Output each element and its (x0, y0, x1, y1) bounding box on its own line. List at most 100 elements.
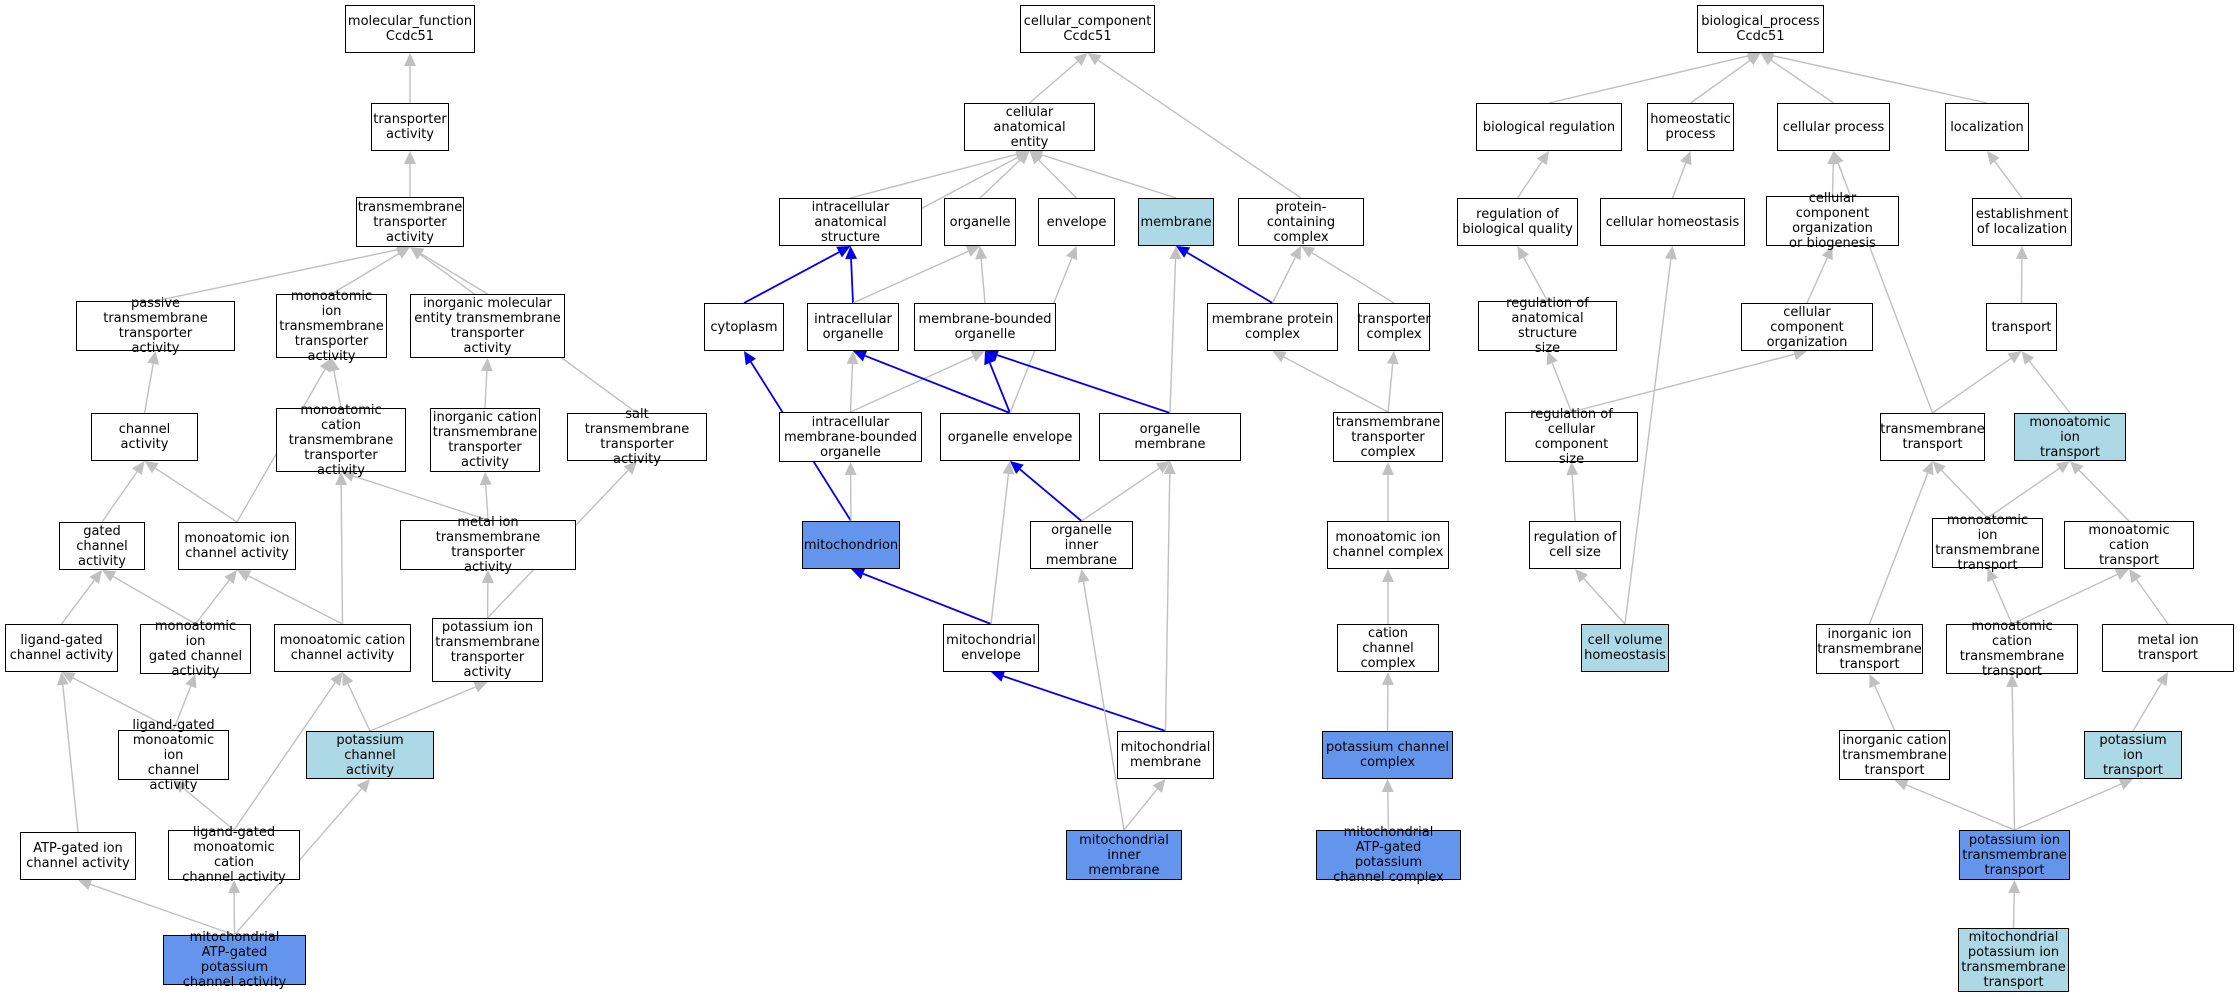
edge-atp-gated-ion-to-ligand-gated-channel (56, 672, 79, 833)
edge-arrowhead (984, 351, 996, 366)
go-term-gated-channel: gated channel activity (59, 522, 145, 570)
edge-arrowhead (2021, 351, 2035, 365)
go-term-ligand-gated-monoatomic-ion: ligand-gated monoatomic ion channel acti… (118, 718, 229, 793)
go-term-atp-gated-ion: ATP-gated ion channel activity (20, 832, 136, 880)
go-term-transporter-activity: transporter activity (371, 103, 449, 151)
edge-monoatomic-ion-tm-transport-to-monoatomic-ion-transport (1987, 461, 2070, 519)
go-term-tm-transporter-activity: transmembrane transporter activity (356, 197, 464, 247)
edge-line (2132, 682, 2162, 732)
go-term-potassium-channel-activity: potassium channel activity (306, 731, 434, 779)
edge-biological-regulation-to-bp-root (1548, 50, 1761, 104)
edge-arrowhead (1301, 246, 1316, 258)
edge-line (1029, 60, 1079, 104)
edge-line (852, 250, 969, 304)
edge-arrowhead (341, 470, 356, 482)
edge-line (112, 575, 196, 625)
go-term-mitochondrial-envelope: mitochondrial envelope (943, 624, 1039, 672)
edge-line (1671, 162, 1687, 199)
go-term-homeostatic-process: homeostatic process (1647, 103, 1734, 151)
go-term-transport: transport (1986, 303, 2057, 351)
edge-line (1081, 467, 1160, 522)
edge-arrowhead (2008, 880, 2021, 894)
edge-line (485, 484, 489, 521)
edge-arrowhead (78, 878, 93, 890)
edge-arrowhead (479, 472, 492, 486)
go-term-bp-root: biological_process Ccdc51 (1697, 5, 1824, 53)
go-term-inorganic-cation-tm-transport: inorganic cation transmembrane transport (1839, 730, 1950, 780)
edge-arrowhead (1015, 151, 1030, 163)
edge-line (1571, 474, 1576, 522)
edge-arrowhead (744, 351, 756, 366)
edge-arrowhead (237, 570, 252, 582)
edge-arrowhead (975, 246, 988, 260)
go-term-tm-transporter-complex: transmembrane transporter complex (1333, 412, 1443, 462)
edge-mito-inner-membrane-to-organelle-inner-membrane (1077, 569, 1125, 831)
edge-regulation-cc-size-to-cc-organization (1571, 348, 1807, 413)
edge-line (2014, 783, 2122, 831)
edge-regulation-biological-quality-to-biological-regulation (1516, 151, 1549, 199)
edge-line (194, 579, 230, 625)
edge-arrowhead (2156, 672, 2168, 687)
edge-line (1868, 472, 1929, 625)
edge-arrowhead (1077, 569, 1090, 583)
edge-mitochondrion-to-intracellular-mb-organelle (844, 462, 857, 522)
edge-arrowhead (1894, 779, 1909, 791)
edge-arrowhead (342, 672, 354, 687)
edge-arrowhead (1922, 461, 1934, 476)
edge-arrowhead (1664, 246, 1677, 260)
edge-arrowhead (1155, 461, 1170, 474)
edge-mitochondrial-membrane-to-organelle-membrane (1163, 461, 1176, 732)
edge-arrowhead (853, 350, 868, 362)
edge-line (1874, 685, 1896, 731)
edge-membrane-to-cellular-anatomical-entity (1029, 149, 1177, 199)
edge-arrowhead (224, 570, 237, 584)
edge-monoatomic-ion-gated-to-gated-channel (102, 570, 196, 625)
edge-line (1169, 258, 1177, 414)
edge-line (1831, 163, 1834, 197)
edge-cell-volume-homeostasis-to-cellular-homeostasis (1624, 246, 1677, 625)
edge-intracellular-organelle-to-intracellular-anatomical (845, 246, 858, 304)
edge-transmembrane-transport-to-transport (1932, 351, 2022, 414)
edge-monoatomic-cation-channel-to-monoatomic-ion-channel (237, 570, 343, 625)
edge-arrowhead (1066, 246, 1078, 261)
go-term-cation-channel-complex: cation channel complex (1337, 624, 1439, 672)
edge-potassium-ion-tm-transport-to-monoatomic-cation-tm-transport (2006, 674, 2019, 831)
edge-line (864, 354, 1011, 414)
edge-arrowhead (623, 461, 637, 475)
edge-organelle-inner-membrane-to-organelle-envelope (1010, 461, 1083, 522)
edge-potassium-ion-tm-activity-to-metal-ion-tm (481, 570, 494, 619)
edge-tm-transporter-complex-to-membrane-protein-complex (1272, 351, 1389, 413)
edge-arrowhead (1680, 151, 1692, 166)
edge-arrowhead (61, 672, 76, 684)
go-term-biological-regulation: biological regulation (1476, 103, 1622, 151)
edge-line (989, 362, 1011, 414)
go-term-mitochondrion: mitochondrion (802, 521, 900, 569)
edge-arrowhead (2118, 778, 2133, 790)
go-term-monoatomic-cation-channel: monoatomic cation channel activity (274, 624, 411, 672)
edge-line (862, 572, 992, 625)
edge-arrowhead (1169, 246, 1182, 260)
edge-line (1041, 154, 1177, 199)
edge-arrowhead (1536, 151, 1549, 166)
edge-line (347, 683, 371, 732)
go-term-intracellular-anatomical: intracellular anatomical structure (779, 198, 922, 246)
edge-line (72, 677, 174, 731)
edge-line (484, 370, 488, 409)
edge-arrowhead (56, 672, 69, 686)
edge-line (2011, 686, 2016, 831)
edge-line (990, 473, 1010, 625)
edge-arrowhead (2007, 351, 2022, 364)
edge-line (980, 258, 986, 304)
edge-arrowhead (846, 351, 859, 365)
edge-arrowhead (473, 681, 488, 693)
go-term-cc-organization-biogenesis: cellular component organization or bioge… (1766, 191, 1899, 251)
edge-line (1624, 258, 1672, 625)
go-term-regulation-biological-quality: regulation of biological quality (1457, 198, 1578, 246)
go-term-mito-k-ion-tm-transport: mitochondrial potassium ion transmembran… (1958, 928, 2069, 992)
edge-arrowhead (1821, 246, 1833, 261)
edge-ligand-gated-monoatomic-ion-to-ligand-gated-channel (61, 672, 174, 731)
edge-arrowhead (2015, 246, 2028, 260)
edge-mito-k-ion-tm-transport-to-potassium-ion-tm-transport (2008, 880, 2021, 929)
edge-line (155, 249, 398, 302)
edge-envelope-to-cellular-anatomical-entity (1029, 151, 1077, 199)
